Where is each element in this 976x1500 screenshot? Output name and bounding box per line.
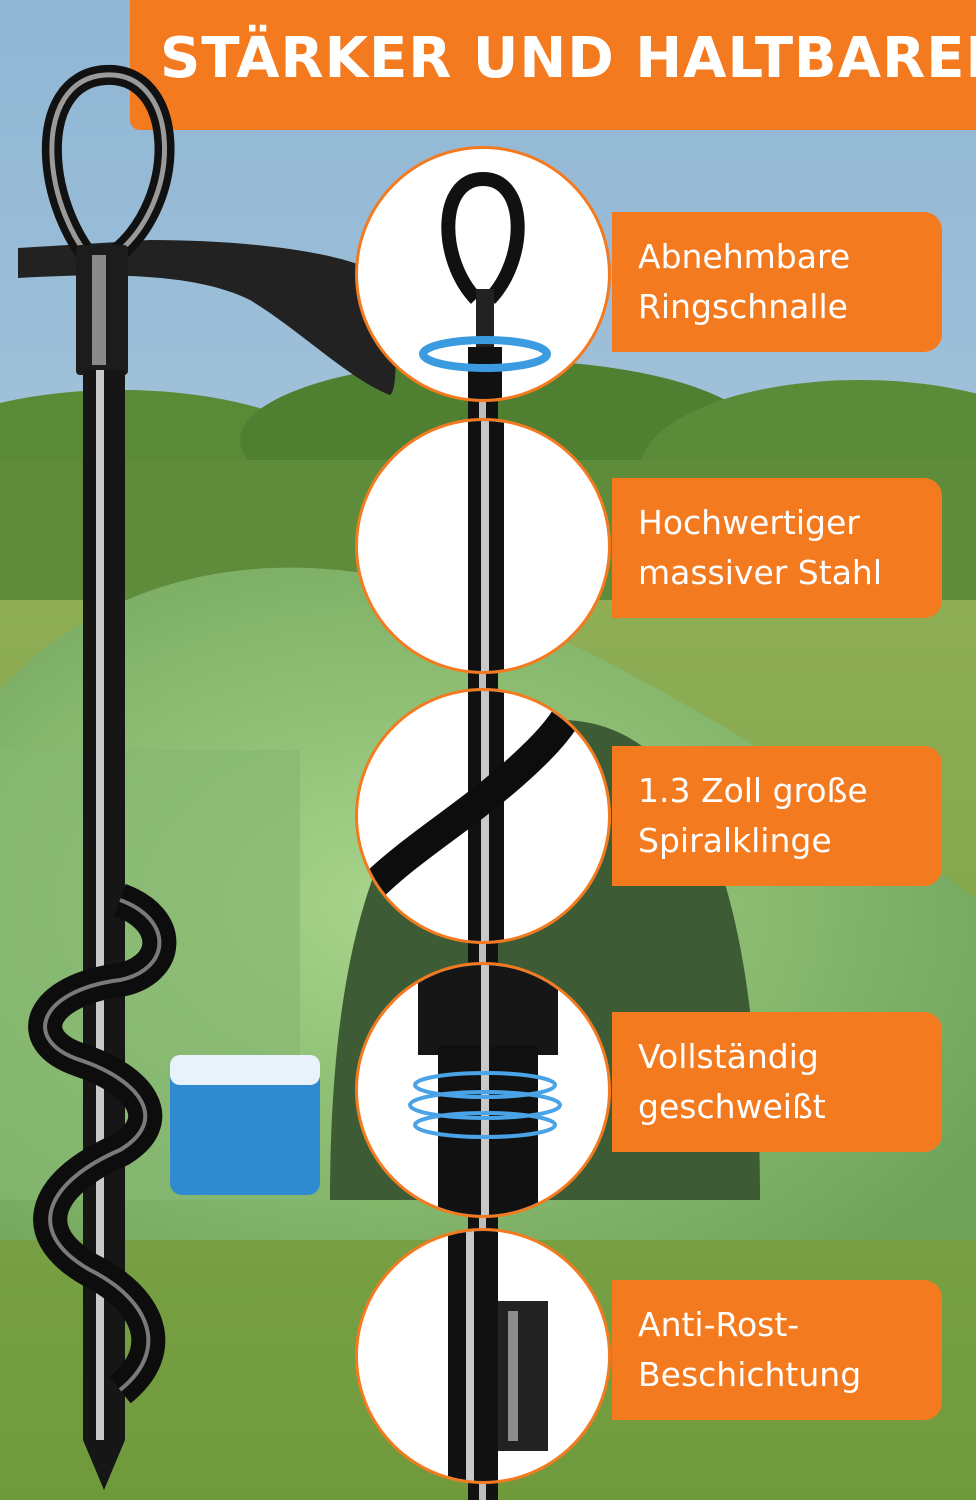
feature-detail-circle-1 [355, 146, 611, 402]
feature-2-line-2: massiver Stahl [638, 553, 883, 592]
feature-3-line-2: Spiralklinge [638, 821, 832, 860]
weld-joint-icon [408, 965, 562, 1215]
feature-1-line-2: Ringschnalle [638, 287, 848, 326]
feature-label-2: Hochwertiger massiver Stahl [612, 478, 942, 618]
coating-icon [448, 1231, 548, 1481]
feature-label-1: Abnehmbare Ringschnalle [612, 212, 942, 352]
feature-4-line-1: Vollständig [638, 1037, 819, 1076]
feature-5-line-2: Beschichtung [638, 1355, 862, 1394]
feature-3-line-1: 1.3 Zoll große [638, 771, 868, 810]
spiral-blade-icon [358, 691, 593, 941]
feature-label-4: Vollständig geschweißt [612, 1012, 942, 1152]
feature-4-line-2: geschweißt [638, 1087, 826, 1126]
feature-detail-circle-5 [355, 1228, 611, 1484]
feature-2-line-1: Hochwertiger [638, 503, 860, 542]
feature-1-line-1: Abnehmbare [638, 237, 851, 276]
eye-bolt-icon [419, 171, 551, 399]
feature-label-5: Anti-Rost- Beschichtung [612, 1280, 942, 1420]
page-title: STÄRKER UND HALTBARER [160, 26, 976, 91]
header-banner [130, 0, 976, 130]
steel-rod-icon [468, 421, 504, 671]
feature-detail-circle-4 [355, 962, 611, 1218]
feature-label-3: 1.3 Zoll große Spiralklinge [612, 746, 942, 886]
feature-detail-circle-2 [355, 418, 611, 674]
feature-detail-circle-3 [355, 688, 611, 944]
feature-5-line-1: Anti-Rost- [638, 1305, 800, 1344]
